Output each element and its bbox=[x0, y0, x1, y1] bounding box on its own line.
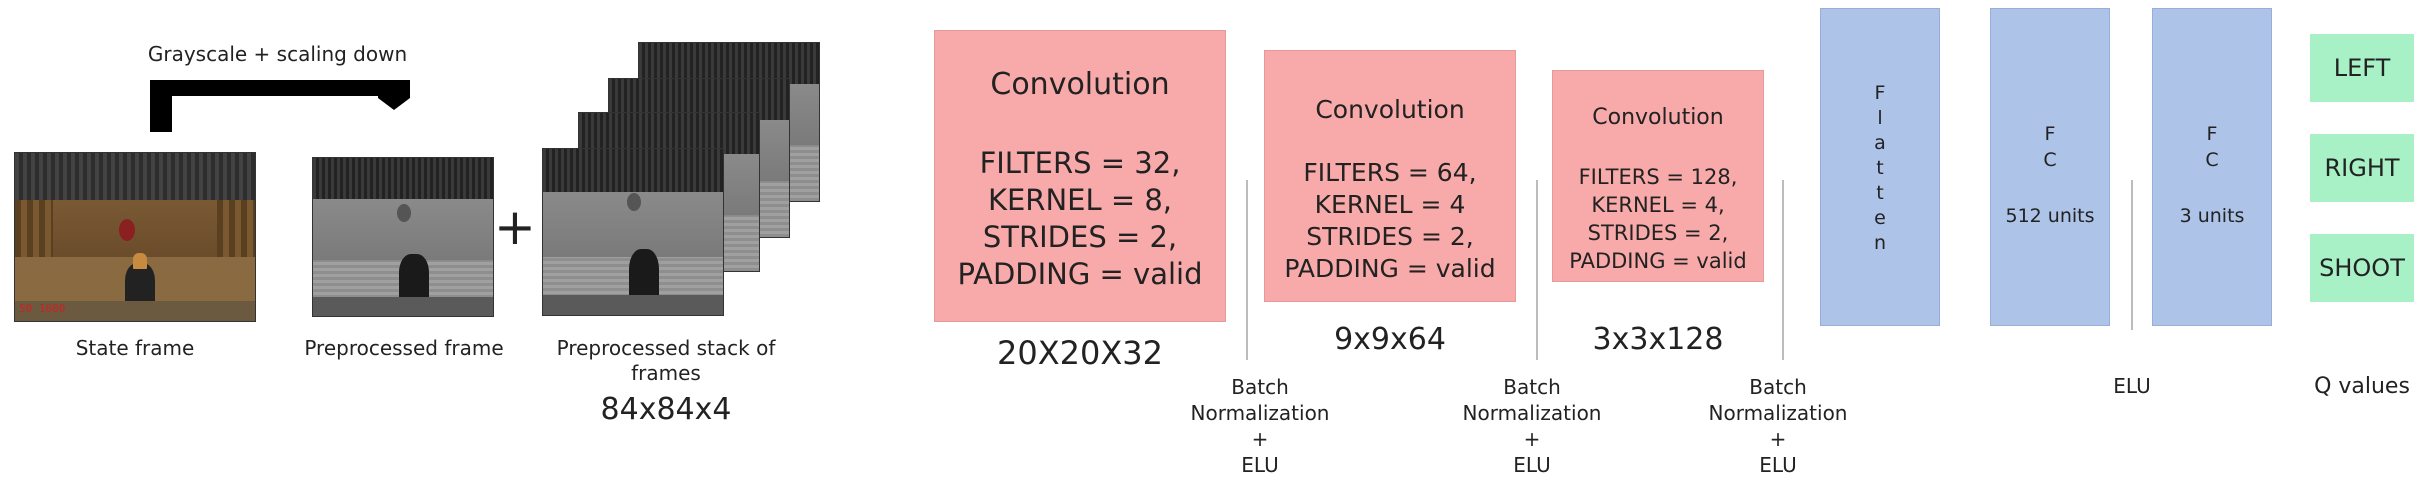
conv2-box: Convolution FILTERS = 64, KERNEL = 4 STR… bbox=[1264, 50, 1516, 302]
conv1-padding: PADDING = valid bbox=[957, 257, 1203, 291]
conv1-output-dims: 20X20X32 bbox=[997, 334, 1163, 372]
hud-bar: 50 1600 bbox=[15, 300, 255, 321]
conv1-kernel: KERNEL = 8, bbox=[987, 183, 1173, 217]
conv1-title: Convolution bbox=[990, 67, 1170, 102]
elu-label: ELU bbox=[2113, 374, 2151, 398]
fc2-units: 3 units bbox=[2179, 205, 2245, 227]
conv3-output-dims: 3x3x128 bbox=[1592, 322, 1724, 357]
conv1-strides: STRIDES = 2, bbox=[982, 220, 1178, 254]
conv2-title: Convolution bbox=[1315, 95, 1465, 124]
batchnorm-label-1: Batch Normalization + ELU bbox=[1190, 375, 1330, 477]
fc1-letter-c: C bbox=[2043, 149, 2057, 171]
plus-sign: + bbox=[494, 198, 536, 256]
state-frame-image: 50 1600 bbox=[14, 152, 256, 322]
conv2-strides: STRIDES = 2, bbox=[1306, 222, 1474, 251]
conv3-filters: FILTERS = 128, bbox=[1578, 165, 1738, 189]
conv3-box: Convolution FILTERS = 128, KERNEL = 4, S… bbox=[1552, 70, 1764, 282]
action-shoot: SHOOT bbox=[2310, 234, 2414, 302]
conv2-filters: FILTERS = 64, bbox=[1303, 158, 1477, 187]
separator-1 bbox=[1246, 180, 1248, 360]
stack-label: Preprocessed stack of frames bbox=[556, 336, 776, 385]
batchnorm-label-2: Batch Normalization + ELU bbox=[1462, 375, 1602, 477]
conv2-kernel: KERNEL = 4 bbox=[1314, 190, 1466, 219]
scaling-label: Grayscale + scaling down bbox=[147, 42, 408, 66]
fc2-letter-c: C bbox=[2205, 149, 2219, 171]
q-values-label: Q values bbox=[2314, 374, 2410, 399]
conv3-padding: PADDING = valid bbox=[1569, 249, 1747, 273]
fc1-units: 512 units bbox=[2005, 205, 2095, 227]
conv2-params: FILTERS = 64, KERNEL = 4 STRIDES = 2, PA… bbox=[1265, 157, 1515, 285]
conv2-padding: PADDING = valid bbox=[1284, 254, 1496, 283]
fc1-box: F C 512 units bbox=[1990, 8, 2110, 326]
conv2-output-dims: 9x9x64 bbox=[1334, 322, 1446, 357]
conv1-filters: FILTERS = 32, bbox=[979, 146, 1181, 180]
fc2-box: F C 3 units bbox=[2152, 8, 2272, 326]
hud-numbers: 50 1600 bbox=[19, 301, 66, 315]
conv1-box: Convolution FILTERS = 32, KERNEL = 8, ST… bbox=[934, 30, 1226, 322]
conv3-params: FILTERS = 128, KERNEL = 4, STRIDES = 2, … bbox=[1553, 163, 1763, 275]
stack-dimensions: 84x84x4 bbox=[600, 392, 732, 427]
stack-frame-1 bbox=[542, 148, 724, 316]
action-right: RIGHT bbox=[2310, 134, 2414, 202]
conv1-params: FILTERS = 32, KERNEL = 8, STRIDES = 2, P… bbox=[935, 145, 1225, 293]
separator-3 bbox=[1782, 180, 1784, 360]
action-left: LEFT bbox=[2310, 34, 2414, 102]
conv3-title: Convolution bbox=[1592, 105, 1724, 130]
preprocessed-frame-label: Preprocessed frame bbox=[304, 336, 504, 360]
fc1-letter-f: F bbox=[2044, 123, 2056, 145]
fc2-letter-f: F bbox=[2206, 123, 2218, 145]
conv3-strides: STRIDES = 2, bbox=[1587, 221, 1729, 245]
separator-2 bbox=[1536, 180, 1538, 360]
state-frame-label: State frame bbox=[75, 336, 195, 360]
preprocessed-frame-image bbox=[312, 157, 494, 317]
batchnorm-label-3: Batch Normalization + ELU bbox=[1708, 375, 1848, 477]
conv3-kernel: KERNEL = 4, bbox=[1591, 193, 1725, 217]
separator-4 bbox=[2131, 180, 2133, 330]
